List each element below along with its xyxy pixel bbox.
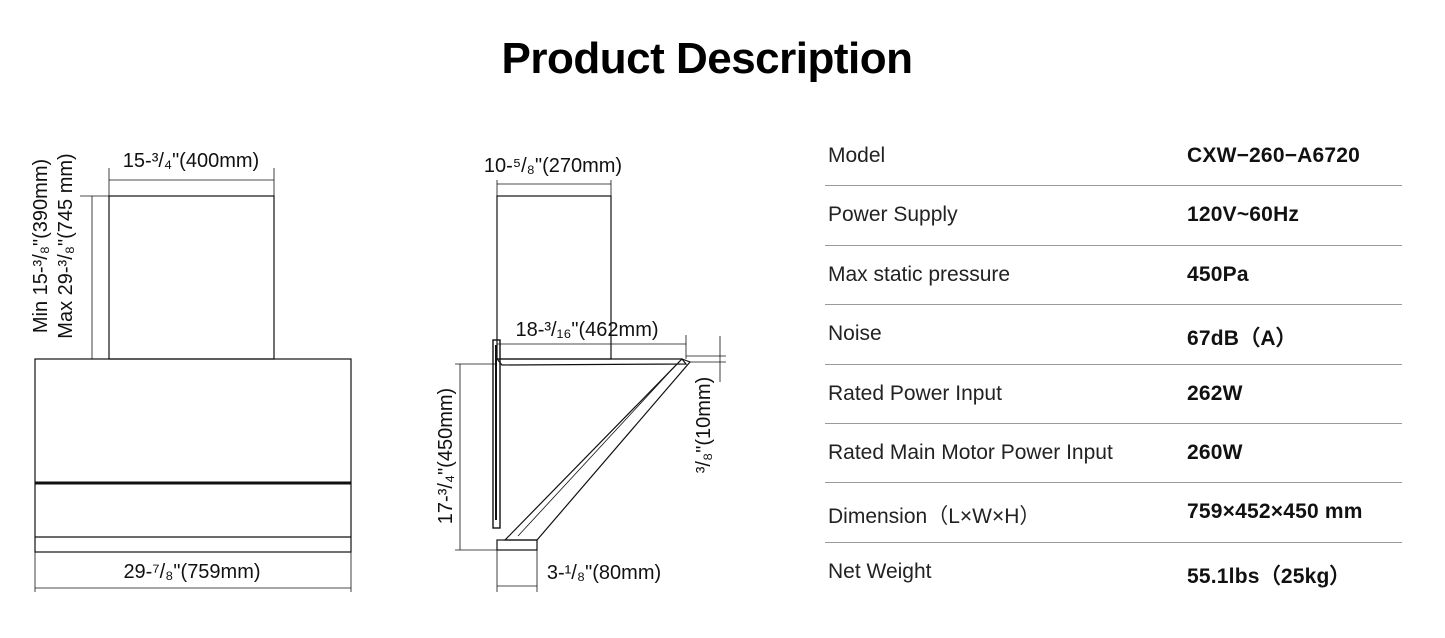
side-glass-inner-line [517,364,677,537]
spec-value: 120V~60Hz [1187,203,1300,227]
spec-row: Max static pressure 450Pa [825,246,1402,306]
front-bottom-width-label: 29-⁷/₈"(759mm) [123,561,260,583]
side-height-label: 17-³/₄"(450mm) [435,388,457,524]
spec-row: Dimension（L×W×H） 759×452×450 mm [825,483,1402,543]
spec-row: Noise 67dB（A） [825,305,1402,365]
front-height-max-label: Max 29-³/₈"(745 mm) [55,153,77,338]
spec-label: Noise [828,322,882,346]
side-view [455,180,726,592]
spec-label: Rated Power Input [828,381,1002,405]
front-view [34,168,352,592]
side-thickness-label: ³/₈"(10mm) [693,377,715,474]
front-height-min-label: Min 15-³/₈"(390mm) [30,159,52,333]
spec-label: Max static pressure [828,262,1011,286]
spec-value: 67dB（A） [1187,327,1297,351]
spec-row: Net Weight 55.1lbs（25kg） [825,543,1402,602]
spec-value: 759×452×450 mm [1187,500,1363,524]
spec-label: Model [828,144,886,167]
side-wall-plate [492,339,501,529]
spec-value: 262W [1187,381,1243,405]
spec-label: Dimension（L×W×H） [828,505,1041,529]
spec-row: Power Supply 120V~60Hz [825,186,1402,246]
spec-value: 260W [1187,440,1243,464]
side-bottom-lip [496,539,538,551]
page-title: Product Description [501,34,914,83]
front-body-outline [34,358,352,553]
spec-value: 55.1lbs（25kg） [1187,564,1351,588]
spec-value: CXW−260−A6720 [1187,144,1361,167]
side-bottom-depth-label: 3-¹/₈"(80mm) [547,562,661,584]
spec-value: 450Pa [1187,262,1249,286]
side-chimney-width-label: 10-⁵/₈"(270mm) [484,155,622,177]
spec-row: Rated Main Motor Power Input 260W [825,424,1402,484]
side-top-panel [495,358,688,366]
side-depth-label: 18-³/₁₆"(462mm) [515,319,658,341]
spec-row: Model CXW−260−A6720 [825,127,1402,187]
spec-table: Model CXW−260−A6720 Power Supply 120V~60… [825,127,1402,602]
front-top-width-label: 15-³/₄"(400mm) [123,150,259,172]
front-chimney-outline [108,195,275,360]
spec-row: Rated Power Input 262W [825,365,1402,424]
spec-label: Power Supply [828,203,958,227]
spec-label: Rated Main Motor Power Input [828,440,1113,464]
spec-label: Net Weight [828,559,932,583]
